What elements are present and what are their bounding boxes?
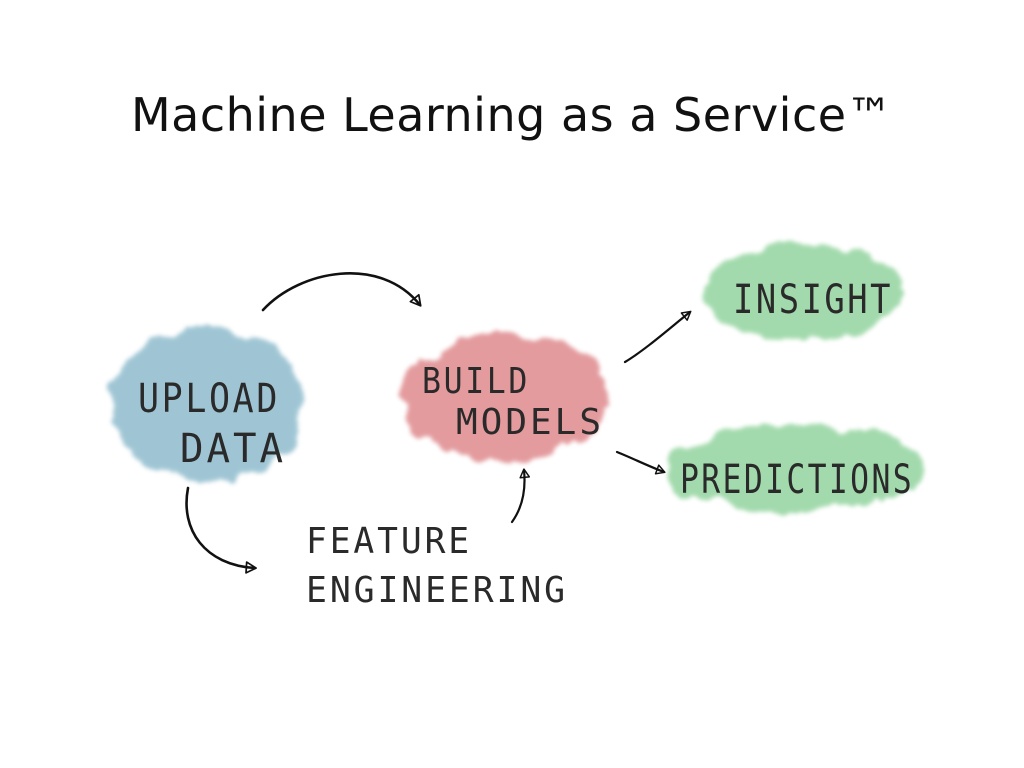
feature-engineering-label-line1: FEATURE bbox=[306, 521, 472, 562]
predictions-blob bbox=[664, 424, 928, 512]
arrow-feature-to-build bbox=[510, 468, 531, 524]
build-models-blob bbox=[401, 334, 609, 462]
upload-data-blob bbox=[112, 327, 304, 483]
insight-label: INSIGHT bbox=[733, 277, 893, 323]
arrow-upload-to-build bbox=[261, 272, 422, 312]
slide-title: Machine Learning as a Service™ bbox=[130, 88, 894, 142]
insight-blob bbox=[704, 244, 900, 340]
upload-data-label-line1: UPLOAD bbox=[138, 376, 280, 422]
feature-engineering-label-line2: ENGINEERING bbox=[306, 570, 568, 611]
predictions-label: PREDICTIONS bbox=[680, 457, 914, 503]
arrow-build-to-insight bbox=[623, 310, 692, 364]
arrow-upload-to-feature bbox=[185, 486, 257, 574]
arrow-build-to-predictions bbox=[615, 450, 666, 475]
upload-data-label-line2: DATA bbox=[180, 426, 286, 472]
build-models-label-line2: MODELS bbox=[456, 402, 604, 443]
build-models-label-line1: BUILD bbox=[422, 361, 530, 402]
